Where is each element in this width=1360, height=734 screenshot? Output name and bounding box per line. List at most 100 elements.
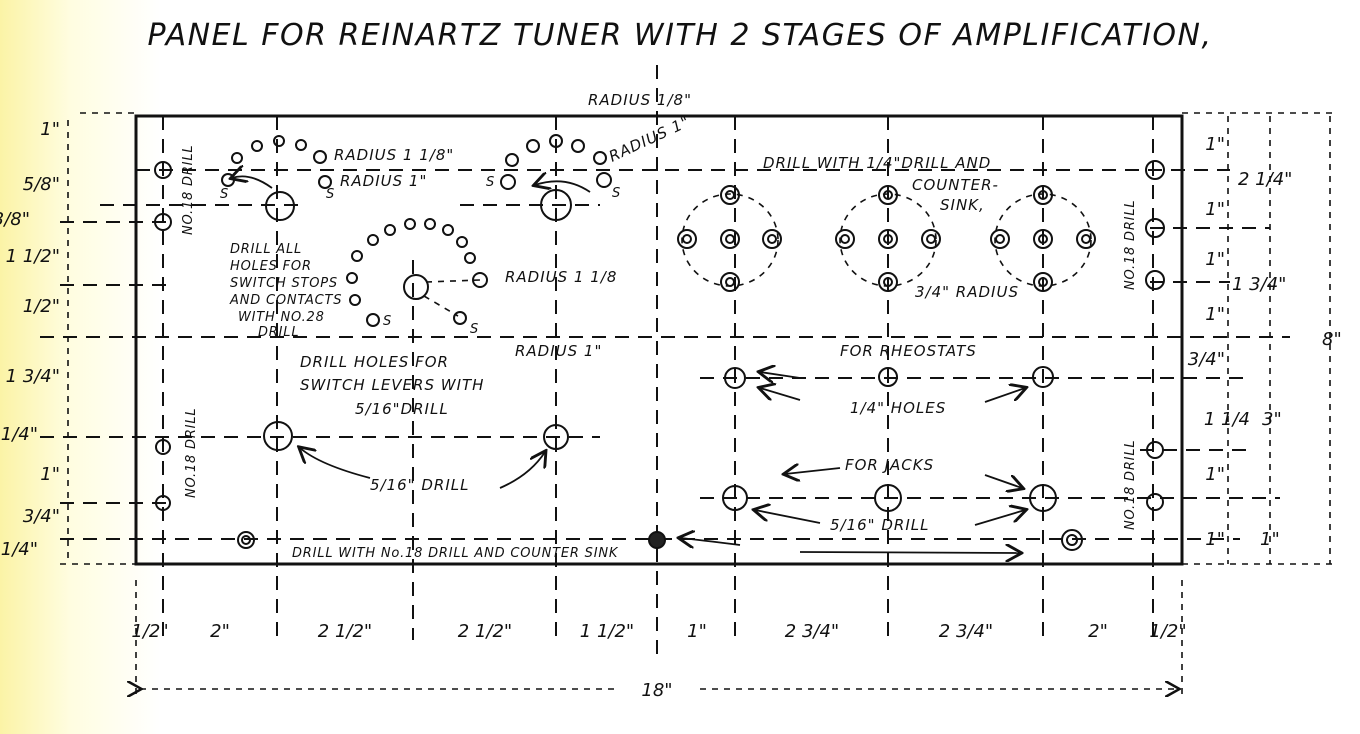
dim-left-1: 1" xyxy=(40,119,60,140)
radius-line-mid xyxy=(425,279,481,283)
svg-text:DRILL: DRILL xyxy=(258,325,299,340)
mount-hole-left xyxy=(237,531,255,549)
label-for-rheostats: FOR RHEOSTATS xyxy=(840,342,977,360)
hole-left-2 xyxy=(154,213,172,231)
svg-text:HOLES FOR: HOLES FOR xyxy=(230,259,312,274)
svg-text:DRILL ALL: DRILL ALL xyxy=(230,242,302,257)
label-radius-top: RADIUS 1/8" xyxy=(588,91,692,109)
switch-arrow-1 xyxy=(232,176,273,189)
dim-right-inner-8: 1" xyxy=(1205,529,1225,550)
svg-text:SWITCH LEVERS WITH: SWITCH LEVERS WITH xyxy=(300,376,484,394)
label-radius-1-1-8-left: RADIUS 1 1/8" xyxy=(334,146,454,164)
mount-hole-right xyxy=(1061,529,1083,551)
dim-right-outer-1: 2 1/4" xyxy=(1238,169,1292,190)
switch-lever-hole-1 xyxy=(265,191,295,221)
socket-group-3 xyxy=(990,185,1096,292)
dim-left-3: 3/8" xyxy=(0,209,30,230)
jack-arrow-1 xyxy=(785,468,841,474)
radius-line-mid-2 xyxy=(423,295,459,317)
dim-bottom-3: 2 1/2" xyxy=(318,621,372,642)
dim-right-inner-7: 1" xyxy=(1205,464,1225,485)
label-switch-levers: DRILL HOLES FOR SWITCH LEVERS WITH 5/16"… xyxy=(300,353,484,418)
label-drill-all-holes: DRILL ALL HOLES FOR SWITCH STOPS AND CON… xyxy=(229,242,342,340)
svg-text:COUNTER-: COUNTER- xyxy=(912,176,999,194)
svg-text:AND CONTACTS: AND CONTACTS xyxy=(229,293,342,308)
drawing-title: PANEL FOR REINARTZ TUNER WITH 2 STAGES O… xyxy=(147,18,1212,53)
label-drill-5-16-right: 5/16" DRILL xyxy=(830,516,929,534)
switch-lever-hole-4 xyxy=(263,421,293,451)
rheostat-arrow-3 xyxy=(984,388,1025,403)
svg-text:WITH NO.28: WITH NO.28 xyxy=(238,310,325,325)
s-mark-1: S xyxy=(220,187,229,202)
hole-right-1 xyxy=(1145,160,1165,180)
dim-left-9: 3/4" xyxy=(23,506,60,527)
drill-arrow-right xyxy=(499,452,545,489)
label-radius-1-1-8-mid: RADIUS 1 1/8 xyxy=(505,268,617,286)
dim-bottom-10: 1/2" xyxy=(1149,621,1186,642)
switch-arrow-2 xyxy=(535,181,591,193)
dim-left-4: 1 1/2" xyxy=(6,246,60,267)
drill-arrow-left xyxy=(300,448,371,479)
dim-left-2: 5/8" xyxy=(23,174,60,195)
switch-lever-hole-3 xyxy=(403,274,429,300)
label-drill-5-16: 5/16" DRILL xyxy=(370,476,469,494)
dim-left-6: 1 3/4" xyxy=(6,366,60,387)
dim-bottom-5: 1 1/2" xyxy=(580,621,634,642)
dim-right-inner-3: 1" xyxy=(1205,249,1225,270)
label-radius-3-4: 3/4" RADIUS xyxy=(915,283,1019,301)
label-no18-drill-right-bottom: NO.18 DRILL xyxy=(1123,440,1138,530)
s-mark-3: S xyxy=(486,175,495,190)
label-for-jacks: FOR JACKS xyxy=(845,456,934,474)
socket-group-1 xyxy=(677,185,782,292)
dim-left-8: 1" xyxy=(40,464,60,485)
rheostat-hole-2 xyxy=(878,367,898,387)
dim-bottom-1: 1/2" xyxy=(131,621,168,642)
rheostat-arrow-2 xyxy=(760,388,801,401)
label-radius-1-left: RADIUS 1" xyxy=(340,172,427,190)
svg-text:SINK,: SINK, xyxy=(940,196,985,214)
dim-left-5: 1/2" xyxy=(23,296,60,317)
switch-lever-hole-2 xyxy=(540,189,572,221)
jack-hole-2 xyxy=(874,484,902,512)
hole-right-2 xyxy=(1145,218,1165,238)
hole-left-4 xyxy=(155,495,171,511)
hole-right-5 xyxy=(1146,493,1164,511)
s-mark-4: S xyxy=(612,186,621,201)
label-no18-drill-lower-left: NO.18 DRILL xyxy=(184,408,199,498)
rheostat-arrow-1 xyxy=(760,372,801,378)
hole-left-1 xyxy=(154,161,172,179)
dim-right-inner-5: 3/4" xyxy=(1188,349,1225,370)
jack-arrow-2 xyxy=(984,474,1022,488)
panel-outline xyxy=(134,114,1184,566)
dim-bottom-4: 2 1/2" xyxy=(458,621,512,642)
s-mark-2: S xyxy=(326,187,335,202)
jack-arrow-4 xyxy=(974,510,1025,526)
svg-text:DRILL HOLES FOR: DRILL HOLES FOR xyxy=(300,353,449,371)
jack-hole-1 xyxy=(722,485,748,511)
mount-arrow-1 xyxy=(680,538,741,545)
contact-arc-2 xyxy=(500,134,612,190)
jack-arrow-3 xyxy=(755,510,821,524)
dim-right-inner-1: 1" xyxy=(1205,134,1225,155)
dim-width: 18" xyxy=(641,680,672,701)
dim-right-outer-2: 1 3/4" xyxy=(1232,274,1286,295)
socket-group-2 xyxy=(835,185,941,292)
dim-right-inner-2: 1" xyxy=(1205,199,1225,220)
rheostat-hole-1 xyxy=(724,367,746,389)
dim-height: 8" xyxy=(1322,329,1342,350)
hole-right-3 xyxy=(1145,270,1165,290)
dim-right-inner-6: 1 1/4 xyxy=(1204,409,1250,430)
dim-right-outer-3: 3" xyxy=(1262,409,1282,430)
label-no18-drill-left: NO.18 DRILL xyxy=(181,145,196,235)
label-radius-1-center: RADIUS 1" xyxy=(606,112,693,165)
dim-bottom-8: 2 3/4" xyxy=(939,621,993,642)
svg-text:5/16"DRILL: 5/16"DRILL xyxy=(355,400,449,418)
label-no18-drill-right-top: NO.18 DRILL xyxy=(1123,200,1138,290)
label-radius-1-lower: RADIUS 1" xyxy=(515,342,602,360)
label-bottom-note: DRILL WITH No.18 DRILL AND COUNTER SINK xyxy=(292,546,619,561)
dim-bottom-9: 2" xyxy=(1088,621,1108,642)
dim-left-7: 1/4" xyxy=(1,424,38,445)
dim-bottom-7: 2 3/4" xyxy=(785,621,839,642)
